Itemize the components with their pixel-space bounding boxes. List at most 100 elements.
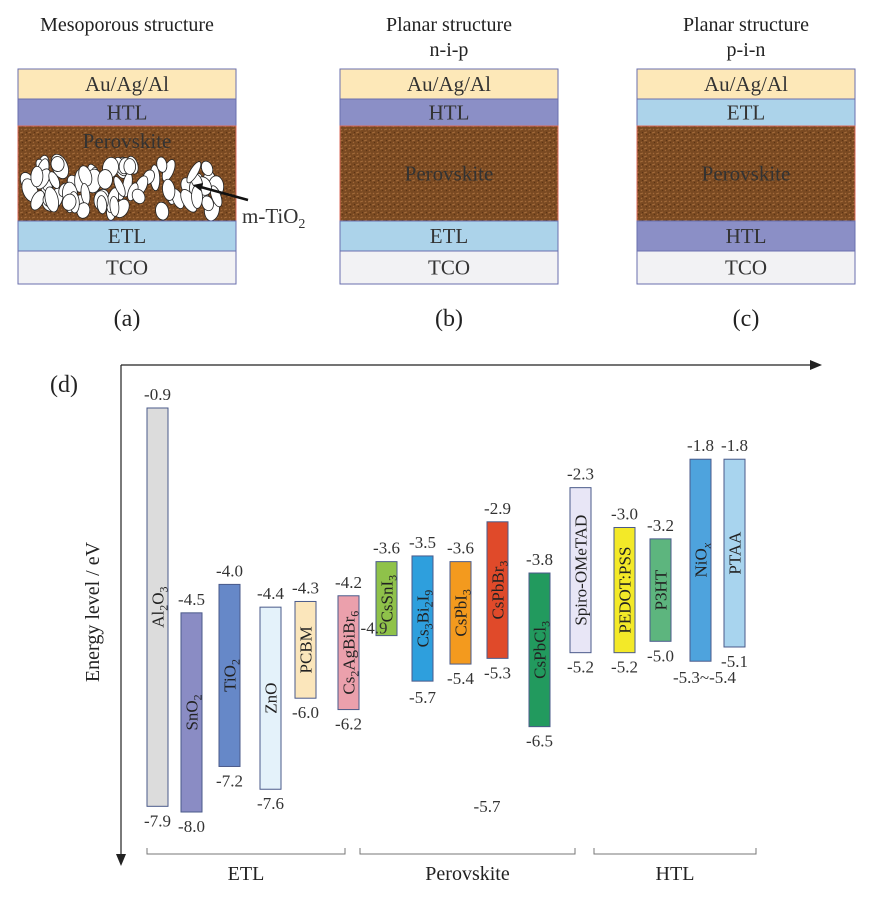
group-htl: HTL (593, 848, 757, 885)
panel-b: Planar structuren-i-pAu/Ag/AlHTLPerovski… (339, 14, 559, 332)
top-energy-label: -3.5 (409, 533, 436, 552)
top-energy-label: -4.0 (216, 561, 243, 580)
bottom-energy-label: -5.2 (567, 658, 594, 677)
material-name: ZnO (262, 683, 281, 714)
top-energy-label: -4.4 (257, 584, 284, 603)
layer-etl (17, 220, 237, 252)
top-energy-label: -0.9 (144, 385, 171, 404)
group-bracket (146, 848, 346, 855)
layer-tco (636, 250, 856, 285)
top-energy-label: -2.9 (484, 499, 511, 518)
energy-bar (180, 612, 203, 813)
top-energy-label: -2.3 (567, 465, 594, 484)
energy-bar (613, 526, 636, 654)
layer-label: HTL (107, 101, 148, 125)
energy-bar (723, 458, 746, 648)
layer-label: Au/Ag/Al (407, 72, 491, 96)
panel-tag: (b) (435, 306, 463, 332)
top-energy-label: -3.6 (373, 539, 400, 558)
layer-label: HTL (429, 101, 470, 125)
material-name: PTAA (726, 531, 745, 575)
energy-bar (337, 595, 360, 711)
layer-perovskite (339, 125, 559, 222)
layer-au-ag-al (17, 68, 237, 100)
energy-bar (528, 572, 551, 728)
energy-bar (146, 407, 169, 807)
top-energy-label: -3.2 (647, 516, 674, 535)
top-energy-label: -3.8 (526, 550, 553, 569)
material-name: SnO2 (183, 694, 205, 730)
y-axis-label: Energy level / eV (82, 541, 104, 682)
top-energy-label: -1.8 (721, 436, 748, 455)
panel-title: Planar structure (683, 14, 809, 36)
layer-label: TCO (106, 256, 148, 280)
energy-bar (259, 606, 282, 790)
material-name: TiO2 (221, 659, 243, 692)
layer-label: ETL (430, 224, 468, 248)
group-perovskite: Perovskite (359, 848, 576, 885)
energy-bar (569, 487, 592, 654)
panel-tag-d: (d) (50, 372, 78, 398)
panel-subtitle: p-i-n (727, 39, 766, 61)
group-etl: ETL (146, 848, 346, 885)
energy-bar (294, 600, 317, 699)
panel-c: Planar structurep-i-nAu/Ag/AlETLPerovski… (636, 14, 856, 332)
material-name: CsPbI3 (452, 589, 474, 637)
layer-perovskite (636, 125, 856, 222)
material-name: P3HT (652, 569, 671, 610)
layer-label: TCO (428, 256, 470, 280)
top-energy-label: -3.0 (611, 504, 638, 523)
extra-energy-label: -5.7 (474, 797, 501, 816)
material-name: CsSnI3 (378, 575, 400, 623)
layer-label: ETL (108, 224, 146, 248)
top-energy-label: -4.3 (292, 578, 319, 597)
bottom-energy-label: -5.7 (409, 688, 436, 707)
layer-label: Au/Ag/Al (704, 72, 788, 96)
energy-bar (375, 561, 398, 637)
panel-tag: (c) (733, 306, 760, 332)
bottom-energy-label: -7.6 (257, 794, 284, 813)
bottom-energy-label: -6.2 (335, 715, 362, 734)
layer-au-ag-al (339, 68, 559, 100)
energy-bar (449, 561, 472, 665)
material-p3ht: -3.2 -5.0 P3HT (647, 516, 674, 665)
material-name: PCBM (297, 626, 316, 673)
x-axis-arrowhead (810, 360, 822, 370)
layer-etl (339, 220, 559, 252)
material-ptaa: -1.8 -5.1 PTAA (721, 436, 748, 671)
bottom-energy-label: -6.5 (526, 732, 553, 751)
bottom-energy-label: -5.1 (721, 652, 748, 671)
panel-title: Planar structure (386, 14, 512, 36)
bottom-energy-label: -5.0 (647, 646, 674, 665)
bottom-energy-label: -4.9 (361, 619, 388, 638)
material-name: PEDOT:PSS (616, 547, 635, 634)
material-pedot-pss: -3.0 -5.2 PEDOT:PSS (611, 504, 638, 676)
material-zno: -4.4 -7.6 ZnO (257, 584, 284, 813)
layer-tco (17, 250, 237, 285)
panel-subtitle: n-i-p (430, 39, 469, 61)
material-name: Cs2AgBiBr6 (340, 611, 362, 695)
energy-bar (689, 458, 712, 662)
bottom-energy-label: -7.2 (216, 771, 243, 790)
top-energy-label: -3.6 (447, 539, 474, 558)
material-name: Cs3Bi2I9 (414, 590, 436, 648)
material-pcbm: -4.3 -6.0 PCBM (292, 578, 319, 722)
material-name: Al2O3 (149, 587, 171, 628)
annotation-arrowhead (193, 183, 203, 191)
layer-label: TCO (725, 256, 767, 280)
bottom-energy-label: -6.0 (292, 703, 319, 722)
bottom-energy-label: -5.3~-5.4 (673, 668, 737, 687)
material-name: NiOx (692, 542, 714, 577)
layer-au-ag-al (636, 68, 856, 100)
y-axis-arrowhead (116, 854, 126, 866)
bottom-energy-label: -5.2 (611, 658, 638, 677)
device-structures: Mesoporous structureAu/Ag/AlHTLPerovskit… (17, 14, 856, 332)
